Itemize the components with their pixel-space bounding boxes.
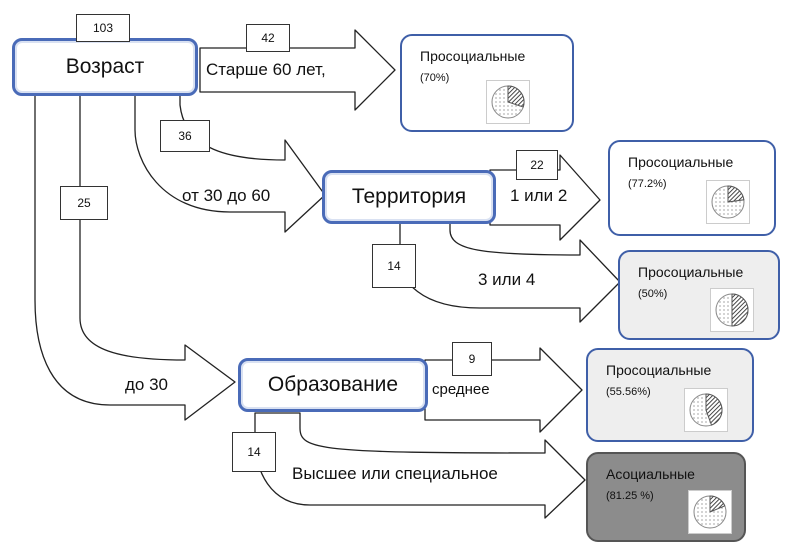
arrow-age-30-60 <box>134 79 326 233</box>
pie-slice <box>705 393 723 426</box>
flow-label-territory-12: 1 или 2 <box>510 186 568 205</box>
arrow-under30 <box>34 79 236 421</box>
pie-icon <box>684 388 728 432</box>
pie-icon <box>710 288 754 332</box>
count-edu-secondary: 9 <box>452 342 492 376</box>
flow-label-over60: Старше 60 лет, <box>206 60 326 79</box>
outcome-label: Просоциальные <box>628 154 734 170</box>
node-territory-label: Территория <box>351 185 467 208</box>
node-education-label: Образование <box>267 373 399 396</box>
outcome-label: Просоциальные <box>606 362 712 378</box>
outcome-percent: (81.25 %) <box>606 490 654 502</box>
outcome-territory-34: Просоциальные (50%) <box>618 250 780 340</box>
outcome-percent: (50%) <box>638 288 668 300</box>
count-under30: 25 <box>60 186 108 220</box>
flow-label-edu-secondary: среднее <box>432 381 490 398</box>
flow-label-under30: до 30 <box>125 375 169 394</box>
count-territory-34: 14 <box>372 244 416 288</box>
pie-slice <box>727 185 745 203</box>
count-edu-higher: 14 <box>232 432 276 472</box>
outcome-percent: (55.56%) <box>606 386 651 398</box>
pie-icon <box>706 180 750 224</box>
outcome-label: Асоциальные <box>606 466 695 482</box>
node-education: Образование <box>238 358 428 412</box>
pie-slice <box>709 495 726 513</box>
outcome-edu-higher: Асоциальные (81.25 %) <box>586 452 746 542</box>
arrow-edu-higher <box>254 412 586 519</box>
count-age-30-60: 36 <box>160 120 210 152</box>
flow-label-territory-34: 3 или 4 <box>478 270 536 289</box>
pie-slice <box>731 293 749 327</box>
outcome-territory-12: Просоциальные (77.2%) <box>608 140 776 236</box>
pie-slice <box>507 85 525 108</box>
pie-icon <box>688 490 732 534</box>
outcome-percent: (77.2%) <box>628 178 667 190</box>
outcome-edu-secondary: Просоциальные (55.56%) <box>586 348 754 442</box>
outcome-label: Просоциальные <box>420 48 526 64</box>
flow-label-age-30-60: от 30 до 60 <box>182 186 271 205</box>
count-over60: 42 <box>246 24 290 52</box>
count-territory-12: 22 <box>516 150 558 180</box>
flow-label-edu-higher: Высшее или специальное <box>292 464 498 483</box>
outcome-over60: Просоциальные (70%) <box>400 34 574 132</box>
count-total: 103 <box>76 14 130 42</box>
outcome-percent: (70%) <box>420 72 450 84</box>
node-age: Возраст <box>12 38 198 96</box>
outcome-label: Просоциальные <box>638 264 744 280</box>
node-territory: Территория <box>322 170 496 224</box>
node-age-label: Возраст <box>65 55 145 78</box>
pie-icon <box>486 80 530 124</box>
